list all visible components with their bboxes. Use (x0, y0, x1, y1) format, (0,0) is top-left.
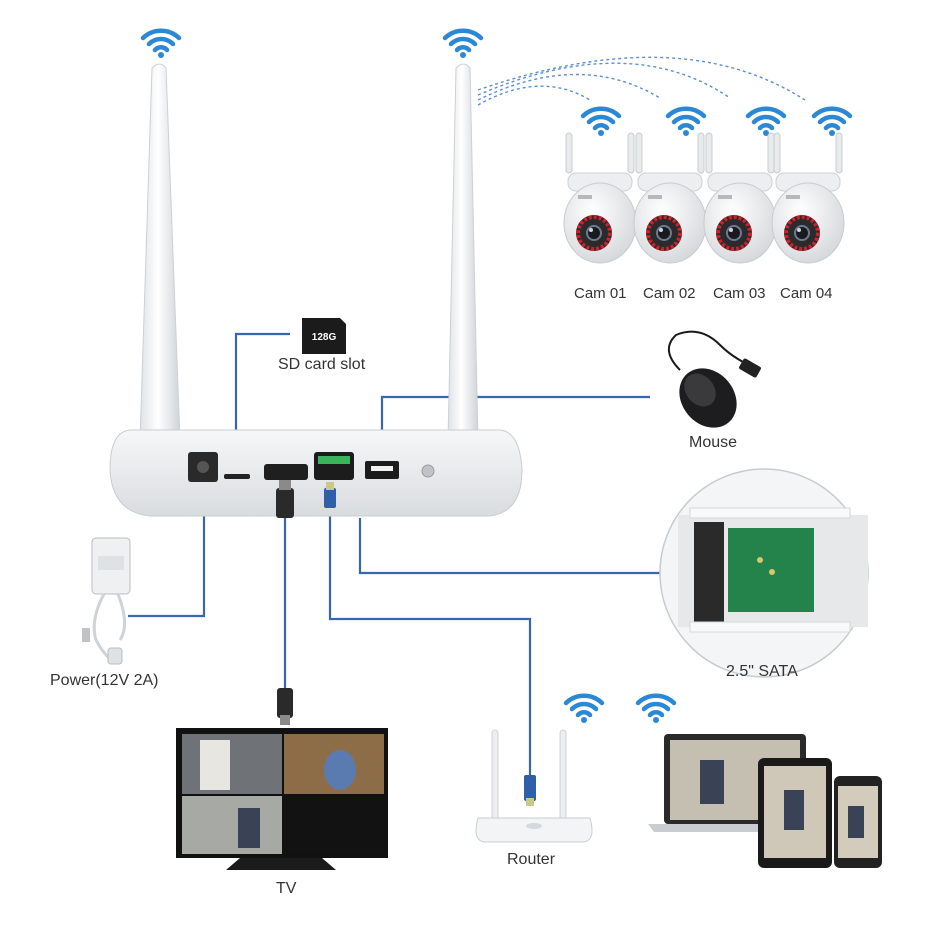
ethernet-cable (324, 482, 536, 806)
line-router (328, 505, 532, 775)
wifi-icon (814, 109, 850, 136)
camera-label: Cam 01 (574, 285, 627, 302)
nvr-antennas (139, 63, 479, 441)
tv-monitor (176, 728, 388, 870)
client-devices (648, 734, 882, 868)
camera-label: Cam 02 (643, 285, 696, 302)
wireless-signal-arcs (477, 56, 806, 106)
hdmi-plug-icon (276, 488, 294, 518)
ethernet-plug-icon (324, 488, 336, 508)
router-label: Router (507, 851, 556, 868)
hdmi-cable (276, 480, 294, 725)
line-sd-card (234, 332, 290, 455)
camera (702, 131, 778, 265)
nvr-device (109, 429, 523, 517)
power-adapter-icon (82, 537, 131, 665)
sd-card-capacity: 128G (312, 332, 337, 343)
sd-card-port (224, 474, 250, 479)
connector-lines (128, 332, 660, 775)
wifi-icon (638, 696, 674, 723)
hdmi-plug-icon (277, 688, 293, 718)
router (475, 729, 593, 843)
tv-label: TV (276, 880, 297, 897)
line-sata (358, 518, 660, 575)
ethernet-plug-icon (524, 775, 536, 801)
wifi-icon (583, 109, 619, 136)
camera (562, 131, 638, 265)
power-label: Power(12V 2A) (50, 672, 159, 689)
hdmi-port (264, 464, 308, 480)
camera (770, 131, 846, 265)
mouse-icon (668, 330, 761, 428)
reset-button (421, 464, 435, 478)
sata-drive (659, 468, 869, 678)
wifi-icon (143, 31, 179, 58)
sd-card-slot-label: SD card slot (278, 356, 366, 373)
camera-label: Cam 04 (780, 285, 833, 302)
wifi-icon (566, 696, 602, 723)
sata-label: 2.5" SATA (726, 663, 798, 680)
wifi-icon (668, 109, 704, 136)
camera (632, 131, 708, 265)
line-power (128, 478, 206, 618)
cameras (562, 131, 846, 265)
sd-card-icon: 128G (302, 318, 346, 354)
wifi-icon (445, 31, 481, 58)
camera-label: Cam 03 (713, 285, 766, 302)
mouse-label: Mouse (689, 434, 738, 451)
wifi-icon (748, 109, 784, 136)
